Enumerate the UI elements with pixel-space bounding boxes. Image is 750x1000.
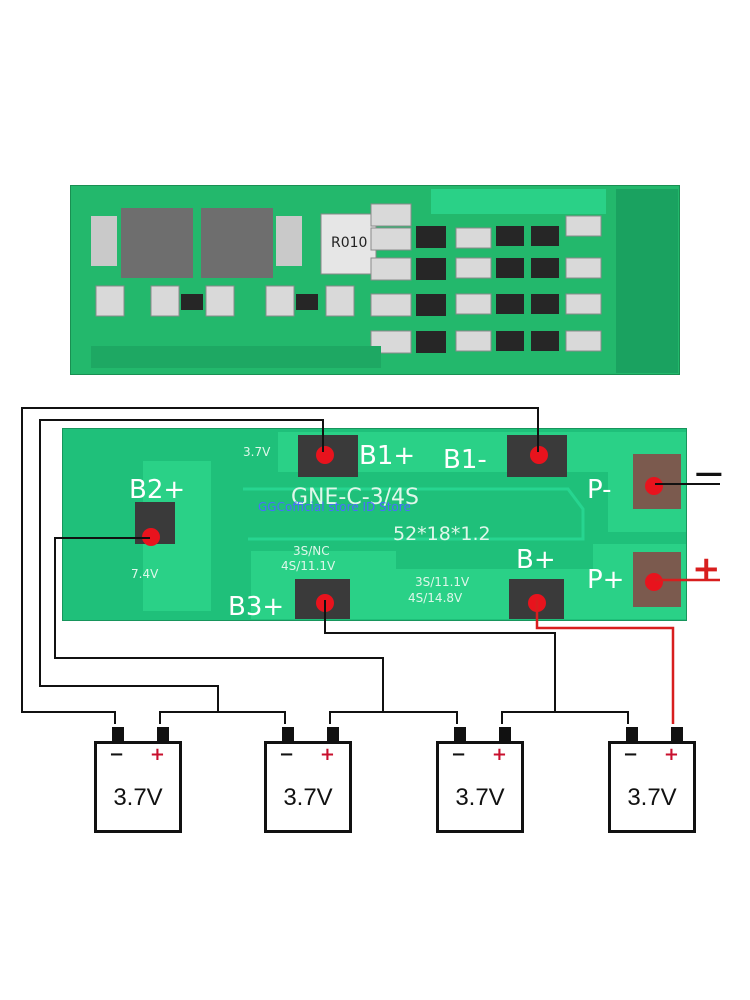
battery-4-minus: − [623, 744, 639, 765]
output-minus-sign: − [692, 451, 726, 497]
output-plus-sign: + [692, 549, 721, 589]
battery-4-voltage: 3.7V [627, 784, 677, 811]
silk-size: 52*18*1.2 [393, 523, 491, 545]
battery-3-pos-terminal [499, 727, 511, 742]
battery-3-neg-terminal [454, 727, 466, 742]
silk-bplus-mode-b: 4S/14.8V [408, 591, 463, 605]
label-b2-plus: B2+ [129, 475, 186, 505]
label-b1-plus: B1+ [359, 441, 416, 471]
label-p-plus: P+ [587, 565, 625, 595]
battery-3: − + 3.7V [436, 727, 524, 833]
pcb-photo: R010 [70, 185, 680, 375]
heatsink-right [276, 216, 302, 266]
edge-strip [616, 189, 678, 373]
smd-grid [95, 203, 602, 354]
label-b3-plus: B3+ [228, 592, 285, 622]
battery-2-plus: + [319, 744, 335, 765]
bottom-pad [91, 346, 381, 368]
ic-grid [181, 226, 559, 353]
pcb-photo-components [91, 189, 678, 373]
battery-4-plus: + [663, 744, 679, 765]
heatsink-left [91, 216, 117, 266]
resistor-marking: R010 [331, 235, 368, 251]
blank-area [431, 189, 606, 214]
mosfet-1 [121, 208, 193, 278]
battery-1: − + 3.7V [94, 727, 182, 833]
bms-board: B2+ B1+ B1- B3+ B+ P- P+ 3.7V 7.4V GNE-C… [62, 428, 687, 621]
battery-2-neg-terminal [282, 727, 294, 742]
battery-3-minus: − [451, 744, 467, 765]
battery-4-neg-terminal [626, 727, 638, 742]
shunt-resistor [320, 213, 377, 275]
battery-1-pos-terminal [157, 727, 169, 742]
battery-2-voltage: 3.7V [283, 784, 333, 811]
label-p-minus: P- [587, 475, 612, 505]
silk-3-7v: 3.7V [243, 445, 271, 459]
mosfet-2 [201, 208, 273, 278]
battery-1-plus: + [149, 744, 165, 765]
battery-2-pos-terminal [327, 727, 339, 742]
battery-3-voltage: 3.7V [455, 784, 505, 811]
battery-1-minus: − [109, 744, 125, 765]
silk-b3-mode-a: 3S/NC [293, 544, 330, 558]
battery-3-plus: + [491, 744, 507, 765]
label-b1-minus: B1- [443, 445, 487, 475]
silk-7-4v: 7.4V [131, 567, 159, 581]
watermark: GGCofficial store ID Store [258, 500, 411, 514]
battery-1-voltage: 3.7V [113, 784, 163, 811]
battery-4: − + 3.7V [608, 727, 696, 833]
battery-4-pos-terminal [671, 727, 683, 742]
silk-bplus-mode-a: 3S/11.1V [415, 575, 470, 589]
silk-b3-mode-b: 4S/11.1V [281, 559, 336, 573]
battery-2: − + 3.7V [264, 727, 352, 833]
battery-2-minus: − [279, 744, 295, 765]
label-b-plus: B+ [516, 545, 556, 575]
battery-1-neg-terminal [112, 727, 124, 742]
